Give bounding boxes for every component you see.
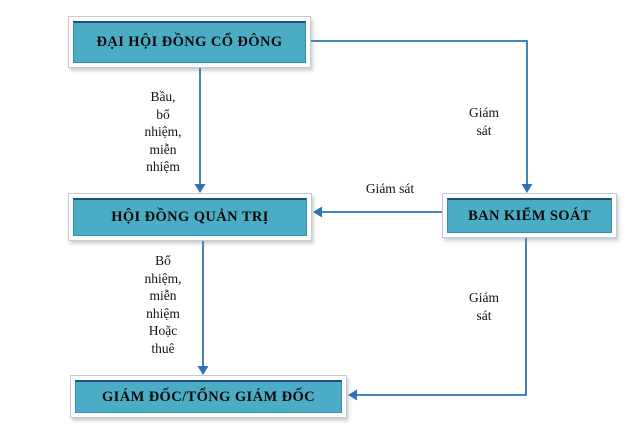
arrow-shareholders-to-board	[194, 68, 206, 193]
arrow-board-to-director	[197, 241, 209, 375]
node-shareholders-fill: ĐẠI HỘI ĐỒNG CỔ ĐÔNG	[73, 21, 306, 63]
arrow-supervisory-to-director	[348, 238, 527, 401]
node-director-title: GIÁM ĐỐC/TỔNG GIÁM ĐỐC	[101, 388, 315, 405]
edge-label-supervise-middle: Giám sát	[365, 181, 415, 196]
node-shareholders: ĐẠI HỘI ĐỒNG CỔ ĐÔNG	[68, 16, 311, 68]
edge-label-elect-appoint-dismiss: Bầu, bổ nhiệm, miễn nhiệm	[144, 89, 182, 174]
node-board-fill: HỘI ĐỒNG QUẢN TRỊ	[73, 198, 307, 236]
arrow-shareholders-to-supervisory	[311, 40, 533, 193]
node-supervisory-title: BAN KIỂM SOÁT	[468, 207, 591, 224]
arrow-supervisory-to-board	[313, 206, 442, 218]
node-shareholders-title: ĐẠI HỘI ĐỒNG CỔ ĐÔNG	[96, 34, 283, 50]
node-supervisory: BAN KIỂM SOÁT	[442, 193, 617, 238]
node-supervisory-fill: BAN KIỂM SOÁT	[447, 198, 612, 233]
node-director: GIÁM ĐỐC/TỔNG GIÁM ĐỐC	[70, 375, 347, 418]
edge-label-supervise-top: Giám sát	[469, 105, 499, 138]
node-board: HỘI ĐỒNG QUẢN TRỊ	[68, 193, 312, 241]
edge-label-supervise-bottom: Giám sát	[469, 290, 499, 323]
edge-label-appoint-dismiss-or-hire: Bổ nhiệm, miễn nhiệm Hoặc thuê	[144, 253, 182, 356]
node-board-title: HỘI ĐỒNG QUẢN TRỊ	[111, 209, 269, 225]
node-director-fill: GIÁM ĐỐC/TỔNG GIÁM ĐỐC	[75, 380, 342, 413]
